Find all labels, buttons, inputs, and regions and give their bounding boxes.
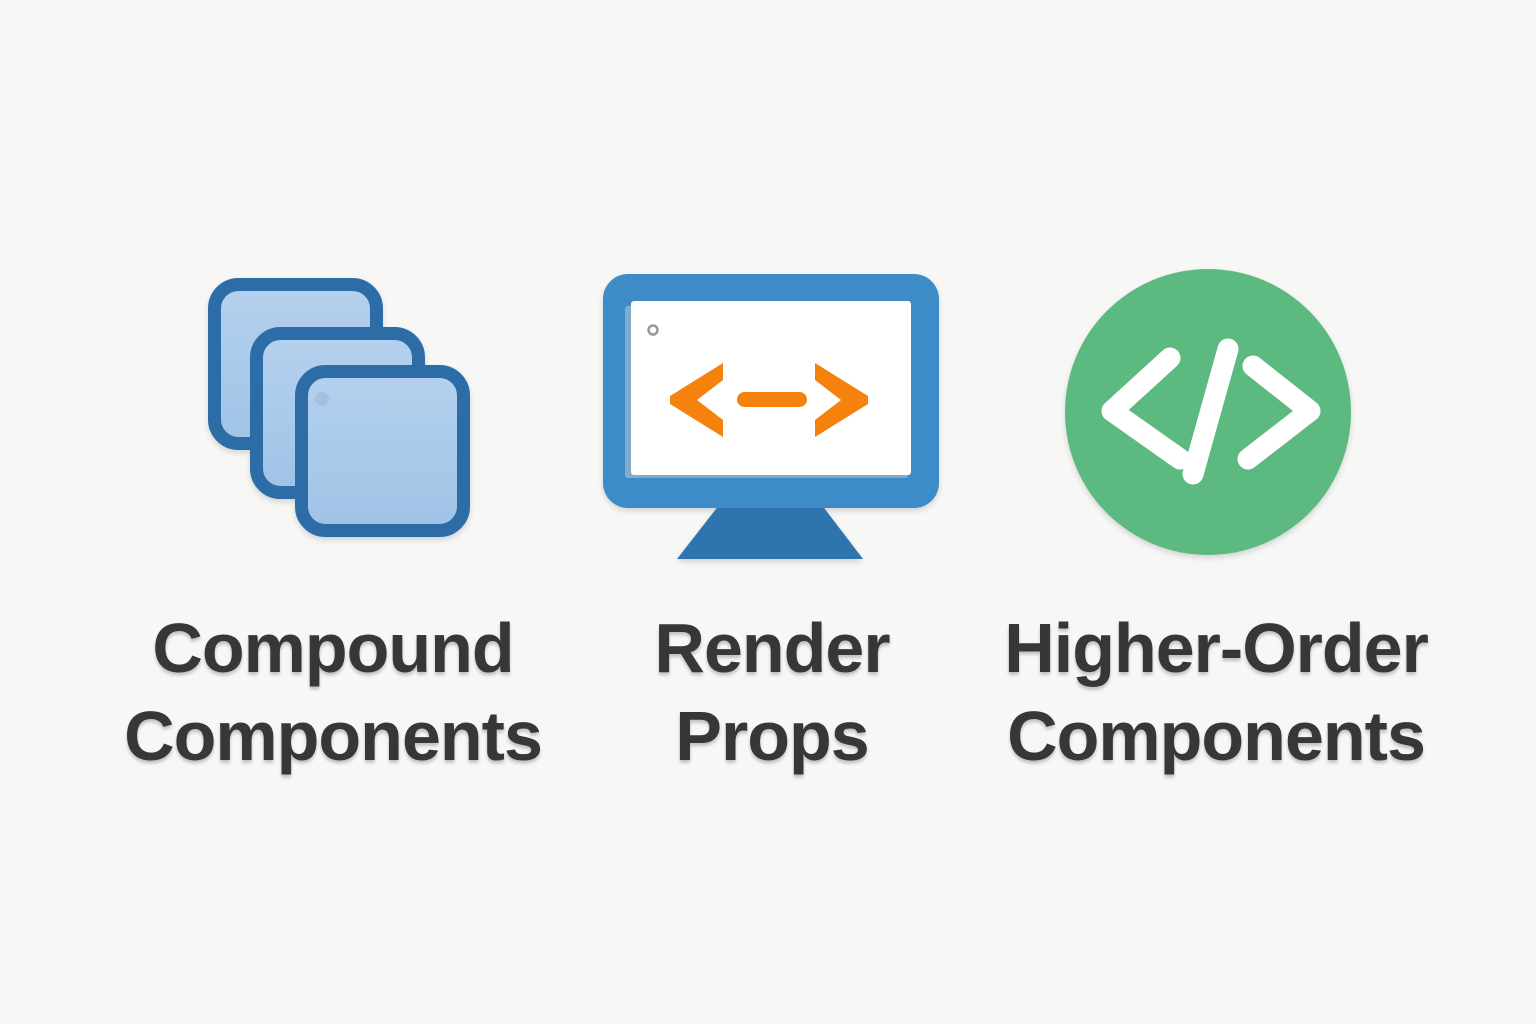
monitor-stand: [677, 500, 863, 559]
code-left-bracket-icon: [1101, 347, 1191, 470]
monitor-code-arrows-icon: [603, 274, 939, 559]
monitor-screen: [631, 301, 911, 475]
code-right-bracket-icon: [1237, 355, 1321, 470]
camera-dot-icon: [647, 324, 659, 336]
code-circle-icon: [1065, 269, 1351, 555]
concept-label-compound-components: Compound Components: [124, 609, 543, 775]
concept-label-higher-order-components: Higher-Order Components: [1004, 609, 1429, 775]
code-slash-icon: [1182, 338, 1239, 485]
front-square-dot: [315, 392, 329, 406]
arrow-dash: [737, 392, 807, 407]
stacked-squares-icon: [208, 278, 470, 537]
right-arrow-icon: [815, 363, 868, 437]
left-arrow-icon: [670, 363, 723, 437]
front-square: [295, 365, 470, 537]
concept-label-render-props: Render Props: [654, 609, 890, 775]
